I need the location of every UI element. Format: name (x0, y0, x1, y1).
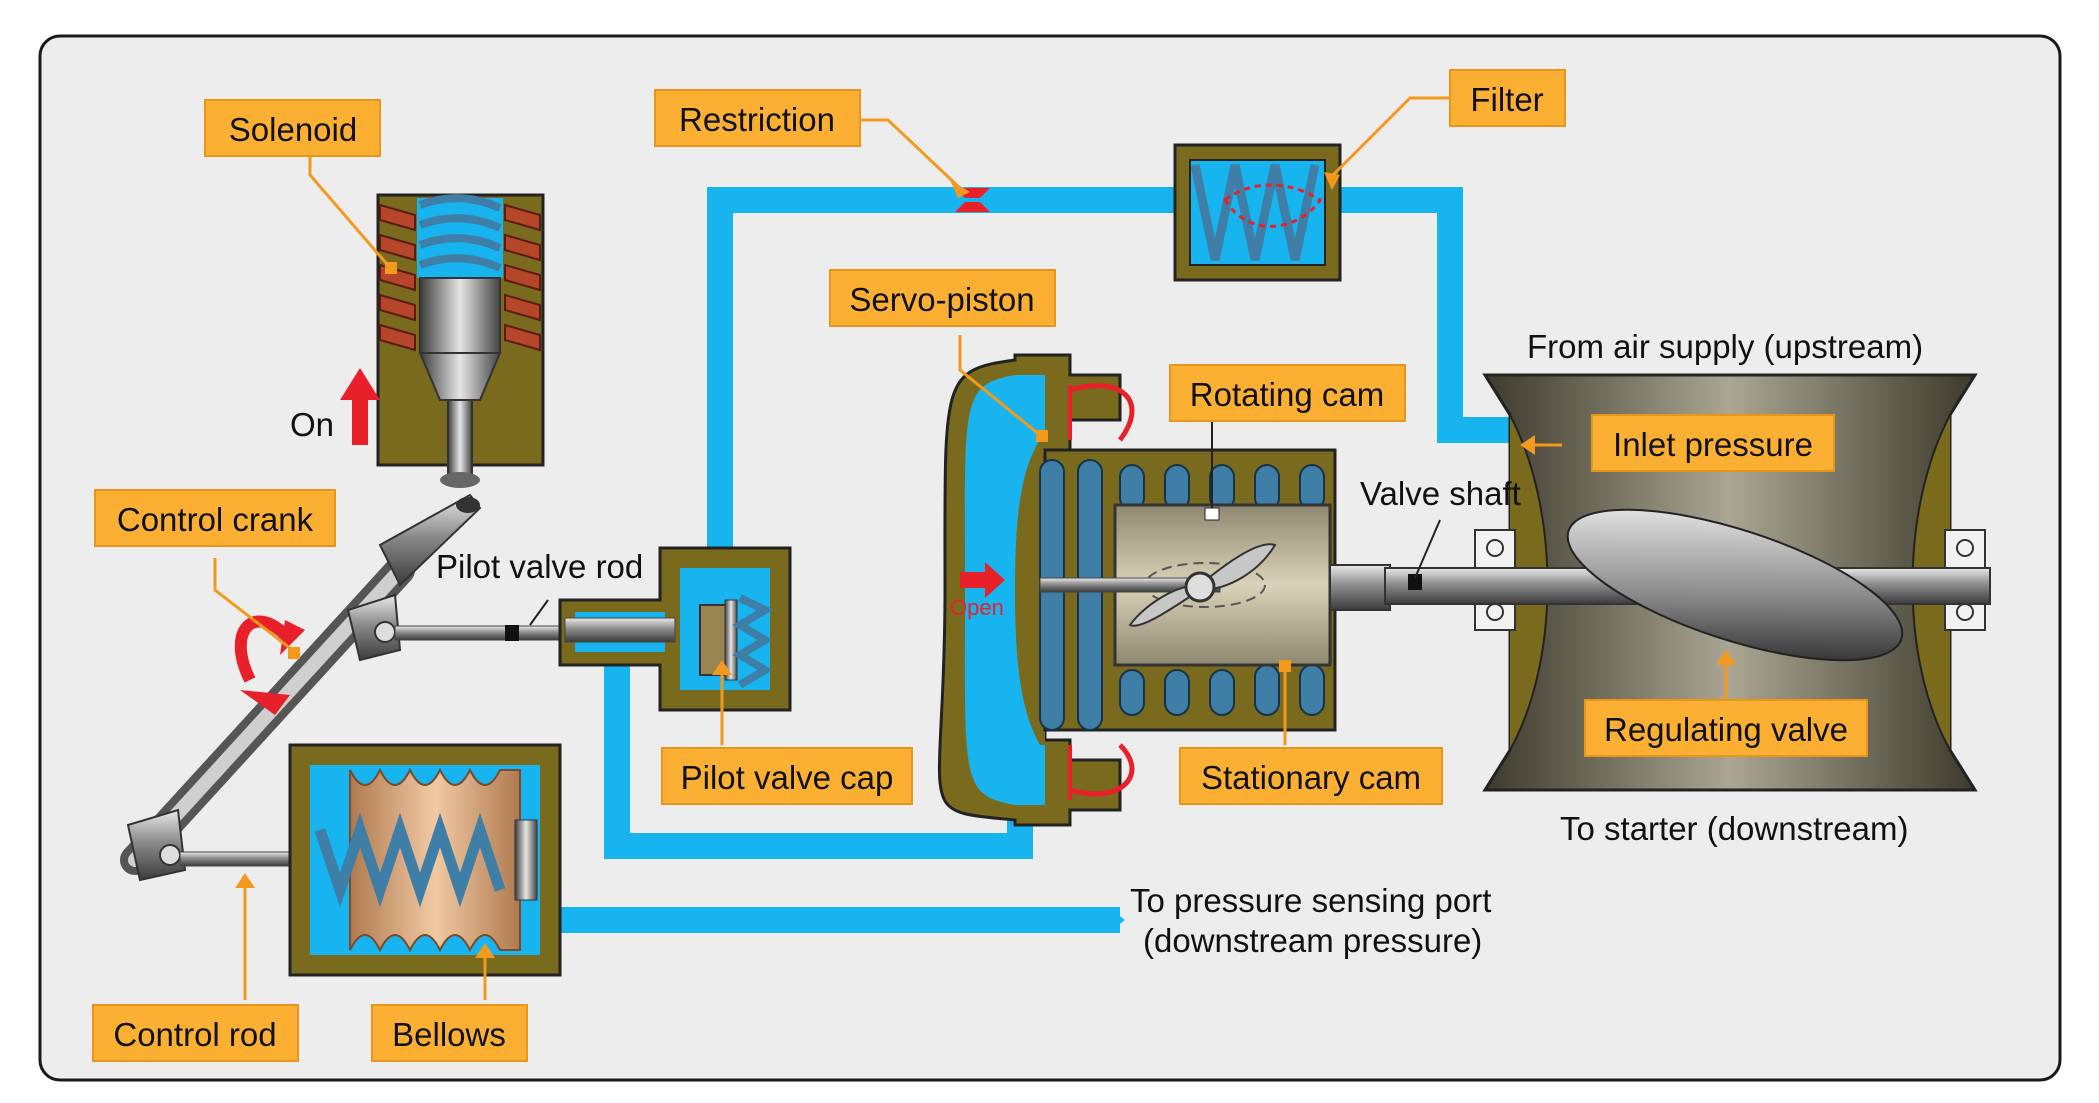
control-crank (120, 493, 482, 882)
on-arrow-icon (340, 368, 380, 445)
restriction (955, 188, 990, 212)
label-servo-piston: Servo-piston (829, 269, 1056, 327)
from-air-supply-label: From air supply (upstream) (1527, 328, 1923, 365)
label-filter: Filter (1449, 69, 1566, 127)
svg-text:Regulating valve: Regulating valve (1604, 711, 1848, 748)
label-control-rod: Control rod (92, 1004, 299, 1062)
svg-text:Inlet pressure: Inlet pressure (1613, 426, 1813, 463)
regulating-valve-body (1384, 373, 1991, 792)
svg-text:Servo-piston: Servo-piston (849, 281, 1034, 318)
pressure-port-label-1: To pressure sensing port (1130, 882, 1491, 919)
label-control-crank: Control crank (94, 489, 336, 547)
filter (1173, 143, 1342, 282)
valve-shaft-label: Valve shaft (1360, 475, 1521, 512)
servo-housing (937, 353, 1135, 827)
label-restriction: Restriction (654, 89, 861, 147)
svg-text:Filter: Filter (1470, 81, 1543, 118)
open-arrow-icon (960, 562, 1005, 598)
solenoid (376, 193, 545, 488)
cam-assembly (1039, 448, 1391, 732)
label-solenoid: Solenoid (204, 99, 381, 157)
pressure-port-label-2: (downstream pressure) (1143, 922, 1482, 959)
svg-text:Control rod: Control rod (113, 1016, 276, 1053)
leader-lines (213, 96, 1736, 1000)
pilot-valve-rod-label: Pilot valve rod (436, 548, 643, 585)
svg-text:Restriction: Restriction (679, 101, 835, 138)
svg-text:Control crank: Control crank (117, 501, 314, 538)
bellows-assembly (288, 743, 562, 977)
on-label: On (290, 406, 334, 443)
svg-text:Pilot valve cap: Pilot valve cap (681, 759, 894, 796)
label-pilot-valve-cap: Pilot valve cap (661, 747, 913, 805)
to-starter-label: To starter (downstream) (1560, 810, 1908, 847)
svg-text:Rotating cam: Rotating cam (1190, 376, 1384, 413)
svg-text:Stationary cam: Stationary cam (1201, 759, 1421, 796)
svg-text:Bellows: Bellows (392, 1016, 506, 1053)
label-stationary-cam: Stationary cam (1179, 747, 1443, 805)
open-label: Open (950, 595, 1004, 620)
svg-text:Solenoid: Solenoid (229, 111, 357, 148)
label-regulating-valve: Regulating valve (1584, 699, 1868, 757)
label-inlet-pressure: Inlet pressure (1591, 414, 1835, 472)
label-rotating-cam: Rotating cam (1169, 364, 1406, 422)
label-bellows: Bellows (371, 1004, 528, 1062)
